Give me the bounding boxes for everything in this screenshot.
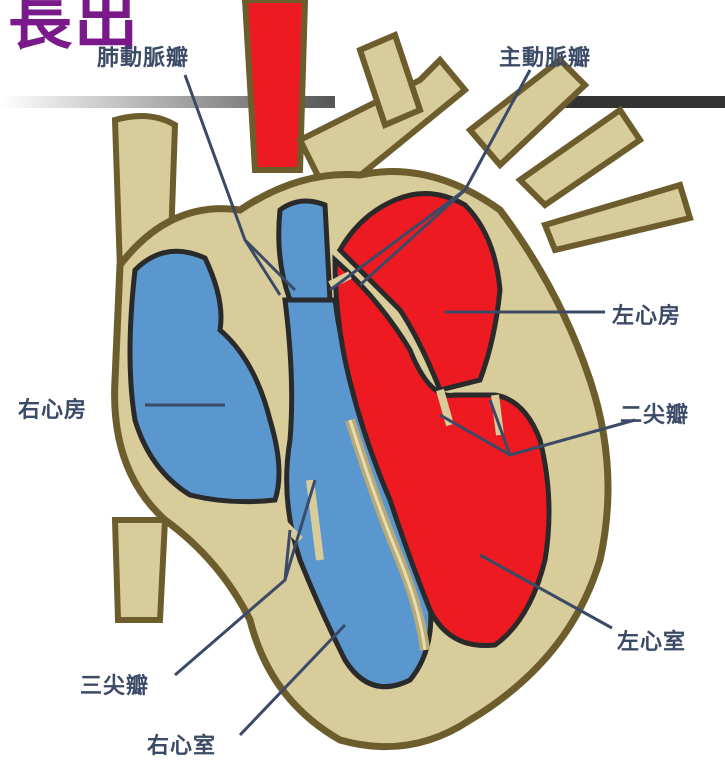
vena-cava-inferior bbox=[115, 520, 165, 620]
label-left-atrium: 左心房 bbox=[612, 298, 681, 330]
label-pulmonary-valve: 肺動脈瓣 bbox=[97, 40, 189, 72]
pulmonary-trunk bbox=[279, 201, 330, 300]
aorta-vessel bbox=[245, 0, 305, 170]
label-tricuspid-valve: 三尖瓣 bbox=[80, 668, 149, 700]
label-bicuspid-valve: 二尖瓣 bbox=[620, 397, 689, 429]
label-right-ventricle: 右心室 bbox=[147, 728, 216, 760]
label-aortic-valve: 主動脈瓣 bbox=[499, 40, 591, 72]
pulmonary-vessel-5 bbox=[545, 185, 690, 250]
label-right-atrium: 右心房 bbox=[18, 392, 87, 424]
label-left-ventricle: 左心室 bbox=[617, 624, 686, 656]
